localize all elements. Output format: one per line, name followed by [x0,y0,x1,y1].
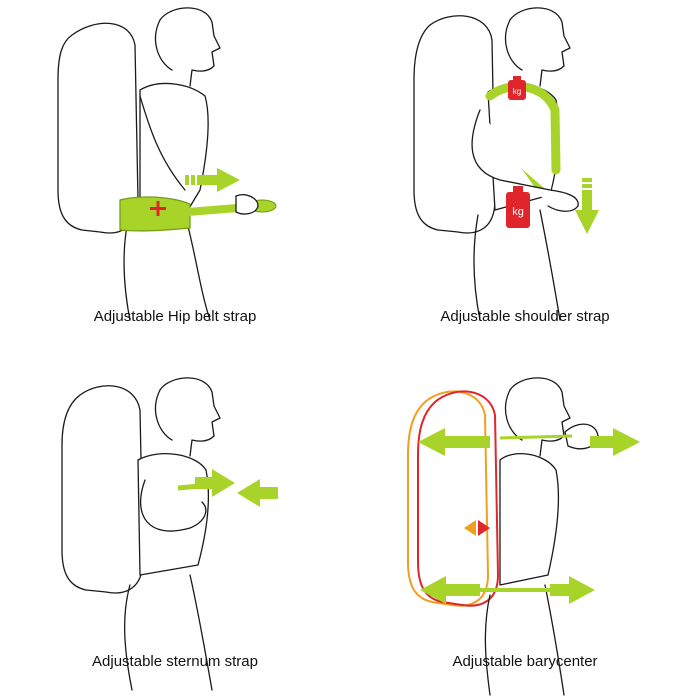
legs [124,574,213,691]
backpack-outline-red [417,390,500,607]
triangle-icon [478,520,490,536]
shoulder-strap [485,82,561,175]
shoulder-strap-illustration: kg kg [413,7,599,321]
arrow-left-icon [237,479,278,507]
arm [140,479,207,532]
arrow-right-icon [195,469,235,497]
triangle-icon [464,520,476,536]
load-lifter-strap [499,434,573,440]
head [159,377,221,457]
double-arrow-icon [418,428,640,456]
weight-icon: kg [506,186,530,228]
backpack [57,22,139,234]
hip-belt [119,196,191,232]
panel-sternum-strap: Adjustable sternum strap [0,350,350,700]
head [509,377,571,457]
barycenter-illustration [407,377,640,696]
caption-barycenter: Adjustable barycenter [452,653,598,670]
weight-icon: kg [508,76,526,100]
panel-hip-belt: Adjustable Hip belt strap [0,0,350,350]
panel-barycenter: Adjustable barycenter [350,350,700,700]
head [509,7,571,87]
svg-text:kg: kg [512,206,524,218]
arrow-down-icon [575,178,599,234]
backpack-outline-orange [407,390,490,607]
hand [235,194,259,215]
torso [139,82,209,216]
caption-hip-belt: Adjustable Hip belt strap [93,308,257,325]
caption-sternum-strap: Adjustable sternum strap [92,653,258,670]
head [159,7,221,87]
hip-belt-illustration [57,7,277,321]
svg-text:kg: kg [513,87,521,96]
caption-shoulder-strap: Adjustable shoulder strap [440,308,610,325]
plus-icon [150,201,166,216]
torso [499,453,560,586]
arrow-right-icon [185,168,240,192]
backpack [61,385,144,594]
panel-shoulder-strap: kg kg Adjustable shoulder strap [350,0,700,350]
arm [471,109,579,212]
arm [139,95,186,191]
sternum-strap-illustration [61,377,278,691]
legs [484,584,565,696]
legs [473,209,561,321]
backpack [413,15,496,234]
double-arrow-icon [420,576,595,604]
